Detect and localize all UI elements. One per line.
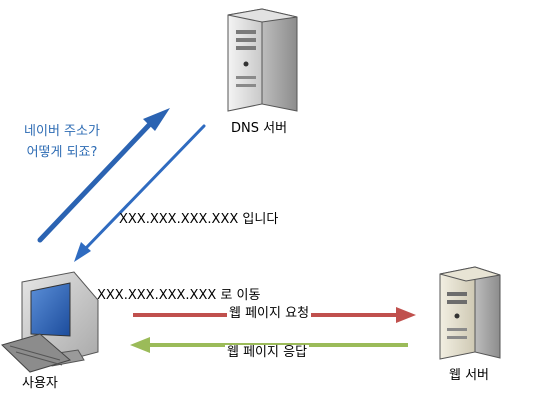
- web-request-text: 웹 페이지 요청: [227, 306, 312, 322]
- user-label: 사용자: [22, 376, 58, 391]
- dns-answer-arrow: [74, 124, 206, 262]
- web-server-label: 웹 서버: [449, 368, 490, 383]
- user-computer-icon: [1, 271, 99, 373]
- dns-question-text: 네이버 주소가 어떻게 되죠?: [8, 121, 116, 163]
- dns-server-label: DNS 서버: [231, 121, 288, 136]
- dns-question-line-1: 네이버 주소가: [24, 124, 100, 139]
- web-response-text: 웹 페이지 응답: [225, 345, 310, 361]
- move-to-text: XXX.XXX.XXX.XXX 로 이동: [97, 288, 261, 303]
- web-server-icon: [439, 266, 501, 360]
- dns-answer-text: XXX.XXX.XXX.XXX 입니다: [119, 212, 279, 227]
- dns-question-line-2: 어떻게 되죠?: [26, 145, 98, 160]
- dns-server-icon: [227, 8, 298, 112]
- dns-query-arrow: [37, 108, 170, 243]
